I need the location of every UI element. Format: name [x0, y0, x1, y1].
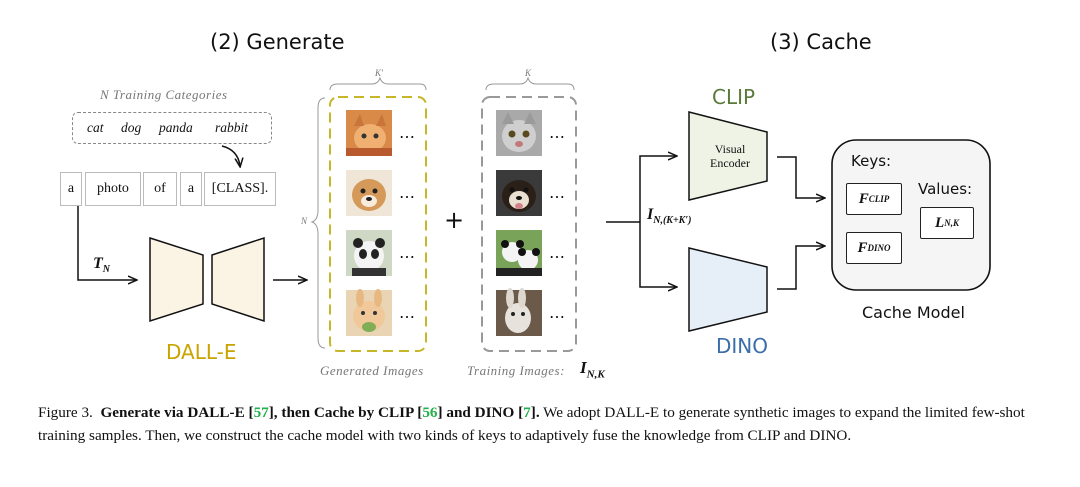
generated-ellipsis-2: … [399, 183, 416, 202]
generated-image-panda [346, 230, 392, 276]
generated-images-box [329, 96, 427, 352]
category-panda: panda [159, 120, 193, 135]
training-images-label: Training Images: [467, 363, 565, 378]
caption-body: We adopt DALL-E to generate synthetic im… [38, 404, 1025, 444]
dalle-decoder-shape [211, 236, 265, 323]
training-ellipsis-4: … [549, 303, 566, 322]
caption-ref-56[interactable]: 56 [422, 404, 438, 421]
training-ellipsis-3: … [549, 243, 566, 262]
generated-image-dog [346, 170, 392, 216]
token-a-2: a [180, 172, 202, 206]
token-photo: photo [85, 172, 141, 206]
generated-ellipsis-4: … [399, 303, 416, 322]
caption-prefix: Figure 3. [38, 404, 93, 421]
k-label: K [525, 68, 532, 78]
figure-caption: Figure 3. Generate via DALL-E [57], then… [38, 402, 1050, 447]
n-label: N [301, 216, 308, 226]
dalle-label: DALL-E [166, 340, 237, 364]
generated-ellipsis-1: … [399, 123, 416, 142]
token-class: [CLASS]. [204, 172, 276, 206]
categories-label: N Training Categories [100, 87, 228, 102]
cache-model-label: Cache Model [862, 303, 965, 322]
training-image-cat [496, 110, 542, 156]
i-nkk-label: IN,(K+K′) [647, 206, 692, 227]
split-to-dino-arrow [639, 222, 676, 287]
tn-arrow [77, 206, 136, 280]
n-brace [310, 97, 326, 349]
training-images-box [481, 96, 577, 352]
training-ellipsis-1: … [549, 123, 566, 142]
values-label: Values: [918, 180, 973, 198]
caption-bold-a: Generate via DALL-E [ [100, 404, 254, 421]
category-rabbit: rabbit [215, 120, 249, 135]
dino-to-cache-arrow [777, 246, 824, 290]
caption-ref-7[interactable]: 7 [523, 404, 531, 421]
token-a: a [60, 172, 82, 206]
generated-image-cat [346, 110, 392, 156]
training-image-rabbit [496, 288, 542, 336]
split-to-clip-arrow [639, 156, 676, 222]
clip-visual-encoder-shape [688, 111, 768, 201]
categories-box [72, 112, 272, 144]
generated-image-rabbit [346, 289, 392, 336]
category-cat: cat [87, 120, 104, 135]
k-prime-brace [329, 76, 427, 91]
dino-label: DINO [716, 334, 769, 358]
diagram-svg [77, 76, 991, 352]
i-nk-label: IN,K [580, 358, 605, 381]
generated-ellipsis-3: … [399, 243, 416, 262]
caption-bold-c: ] and DINO [ [437, 404, 524, 421]
dino-encoder-shape [688, 247, 768, 332]
generate-title: (2) Generate [210, 30, 345, 54]
visual-encoder-label: Visual Encoder [710, 142, 750, 170]
t-n-label: TN [93, 255, 111, 276]
category-dog: dog [121, 120, 142, 135]
token-of: of [143, 172, 177, 206]
dalle-encoder-shape [149, 236, 204, 323]
clip-label: CLIP [712, 85, 756, 109]
cache-title: (3) Cache [770, 30, 872, 54]
caption-bold-b: ], then Cache by CLIP [ [268, 404, 423, 421]
clip-to-cache-arrow [777, 156, 824, 198]
training-image-dog [496, 170, 542, 216]
training-ellipsis-2: … [549, 183, 566, 202]
keys-label: Keys: [851, 152, 892, 170]
caption-bold-d: ]. [530, 404, 540, 421]
generated-images-label: Generated Images [320, 363, 424, 378]
training-image-panda [496, 230, 542, 276]
plus-sign: + [444, 206, 465, 234]
k-prime-label: K' [375, 68, 383, 78]
caption-ref-57[interactable]: 57 [253, 404, 269, 421]
category-to-class-arrow [221, 145, 240, 166]
k-brace [485, 76, 575, 91]
